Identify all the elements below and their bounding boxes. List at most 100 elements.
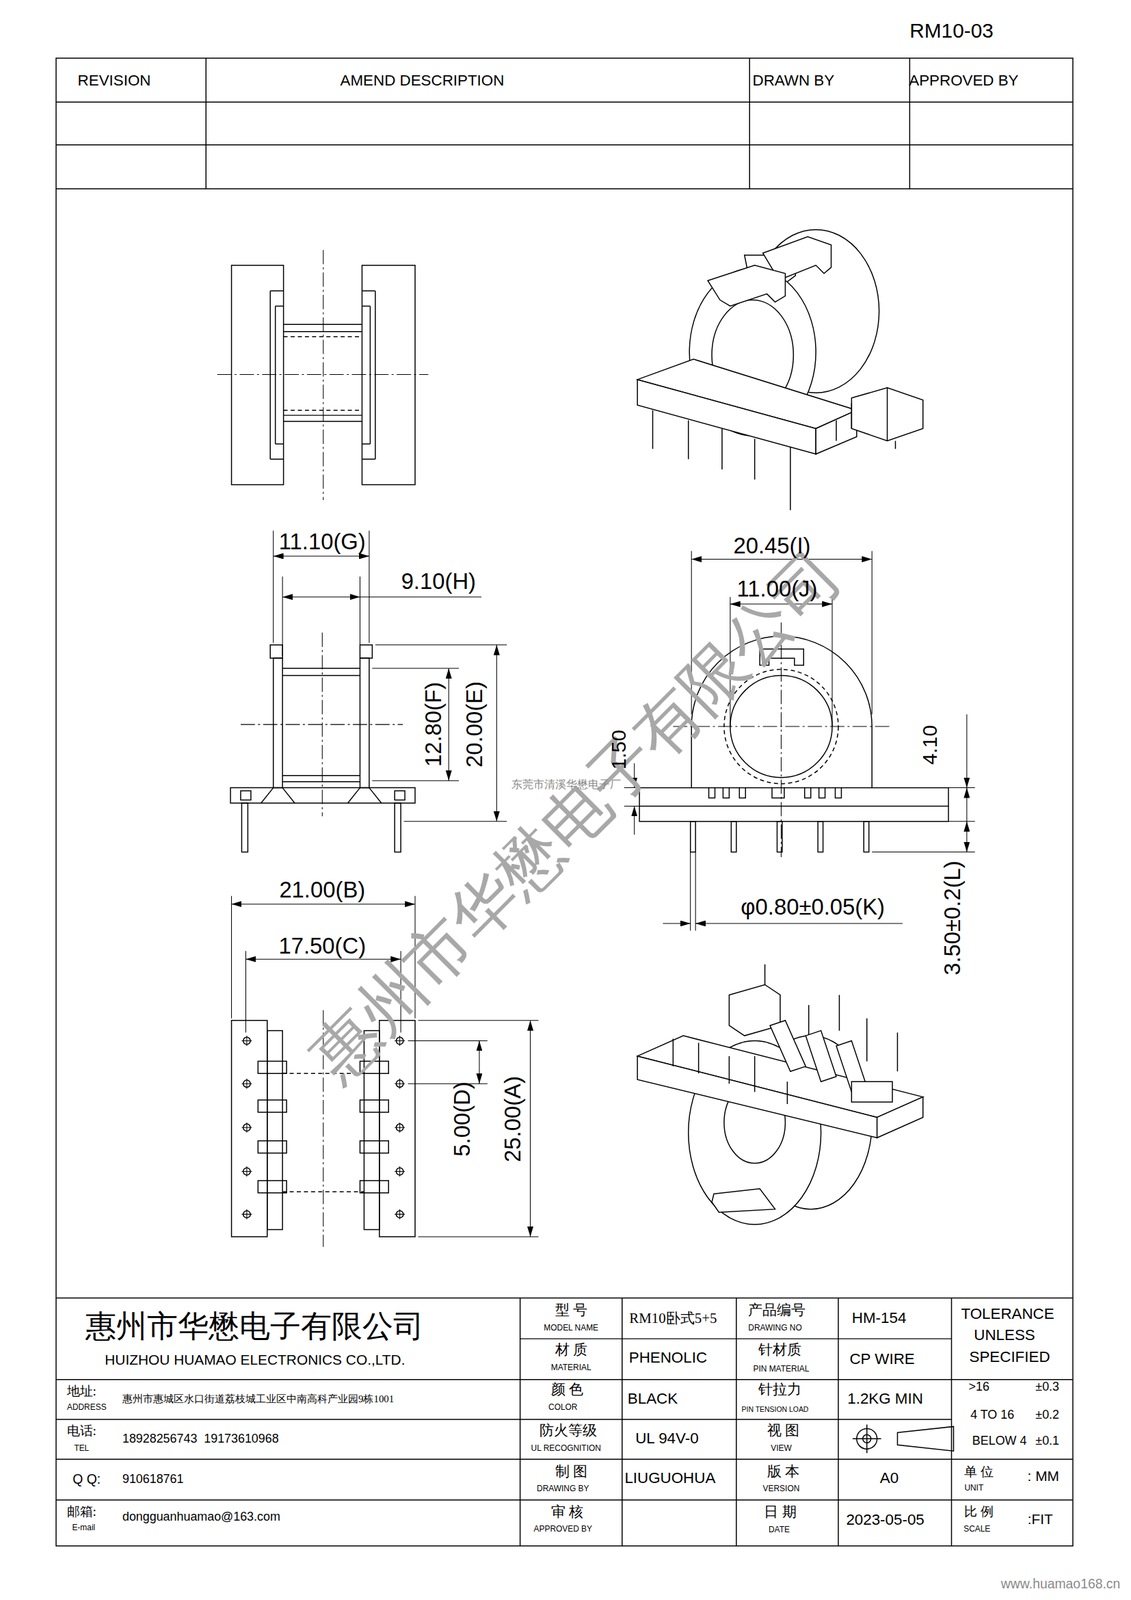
drawing-line — [283, 336, 363, 410]
drawing-label: 18928256743 19173610968 — [122, 1432, 279, 1445]
drawing-line — [240, 790, 251, 800]
drawing-label: Q Q: — [72, 1472, 101, 1486]
drawing-line — [877, 1096, 924, 1138]
drawing-label: UL RECOGNITION — [531, 1444, 602, 1453]
drawing-label: 2023-05-05 — [845, 1511, 924, 1527]
drawing-label: RM10卧式5+5 — [629, 1310, 717, 1325]
drawing-line — [56, 1297, 1073, 1298]
drawing-line — [270, 644, 283, 658]
drawing-label: >16 — [968, 1380, 990, 1393]
drawing-line — [520, 1338, 1073, 1500]
drawing-label: BLACK — [627, 1390, 678, 1406]
drawing-label: 颜 色 — [551, 1381, 584, 1397]
drawing-line — [56, 1379, 521, 1500]
drawing-label: ±0.3 — [1035, 1380, 1060, 1393]
drawing-label: 1.2KG MIN — [847, 1390, 924, 1406]
drawing-label: ±0.1 — [1035, 1434, 1060, 1447]
drawing-line — [241, 802, 248, 853]
drawing-label: 12.80(F) — [421, 681, 445, 767]
drawing-label: MATERIAL — [551, 1363, 592, 1372]
drawing-label: AMEND DESCRIPTION — [340, 73, 505, 89]
drawing-label: 11.10(G) — [278, 530, 366, 554]
drawing-line — [217, 374, 429, 375]
drawing-label: 21.00(B) — [278, 877, 366, 901]
bobbin-3d-bottom — [637, 964, 924, 1224]
drawing-line — [270, 290, 376, 459]
drawing-label: 1.50 — [608, 729, 630, 770]
drawing-label: dongguanhuamao@163.com — [122, 1510, 281, 1523]
drawing-label: : MM — [1027, 1468, 1060, 1484]
side-view — [230, 530, 507, 853]
drawing-line — [273, 530, 370, 656]
drawing-label: 针拉力 — [758, 1381, 802, 1397]
drawing-line — [817, 821, 823, 853]
drawing-line — [408, 1020, 539, 1237]
drawing-line — [707, 265, 785, 307]
drawing-line — [267, 1030, 283, 1230]
drawing-line — [478, 1040, 480, 1084]
drawing-label: HM-154 — [852, 1310, 907, 1326]
drawing-label: 17.50(C) — [278, 934, 366, 957]
drawing-label: DATE — [768, 1525, 790, 1534]
top-view — [217, 249, 429, 500]
bottom-view — [231, 895, 539, 1247]
drawing-line — [371, 644, 507, 822]
drawing-label: 20.45(I) — [733, 534, 811, 558]
drawing-label: MODEL NAME — [543, 1323, 599, 1333]
drawing-label: TOLERANCE — [960, 1306, 1054, 1322]
drawing-label: 单 位 — [964, 1464, 994, 1478]
drawing-label: DRAWN BY — [752, 73, 835, 89]
drawing-line — [231, 903, 416, 904]
drawing-line — [851, 1081, 893, 1102]
drawing-line — [359, 1099, 389, 1112]
drawing-line — [359, 1180, 389, 1193]
drawing-line — [633, 805, 635, 835]
drawing-label: BELOW 4 — [972, 1434, 1027, 1447]
drawing-line — [520, 1297, 952, 1545]
drawing-label: 25.00(A) — [501, 1075, 525, 1162]
drawing-label: 20.00(E) — [462, 681, 486, 768]
drawing-line — [322, 249, 324, 500]
drawing-line — [637, 1055, 877, 1138]
drawing-line — [257, 1060, 287, 1073]
drawing-line — [230, 787, 416, 803]
drawing-label: A0 — [880, 1470, 899, 1486]
drawing-line — [359, 644, 372, 658]
drawing-line — [257, 1099, 287, 1112]
drawing-label: 9.10(H) — [401, 570, 476, 593]
drawing-label: 惠州市华懋电子有限公司 — [85, 1310, 424, 1341]
drawing-line — [273, 555, 370, 556]
title-block — [56, 1297, 1073, 1545]
drawing-line — [394, 802, 401, 853]
drawing-label: VERSION — [763, 1485, 801, 1494]
drawing-line — [691, 558, 872, 560]
drawing-line — [690, 852, 696, 931]
drawing-line — [672, 1038, 788, 1104]
drawing-line — [730, 821, 736, 853]
drawing-label: SCALE — [963, 1524, 991, 1534]
drawing-label: ±0.2 — [1035, 1408, 1060, 1421]
drawing-label: φ0.80±0.05(K) — [740, 895, 885, 918]
drawing-line — [871, 787, 976, 853]
drawing-line — [282, 668, 360, 782]
drawing-line — [966, 713, 967, 788]
drawing-label: VIEW — [770, 1444, 792, 1453]
drawing-line — [709, 787, 842, 798]
drawing-number: RM10-03 — [909, 20, 994, 42]
drawing-line — [851, 387, 923, 442]
drawing-line — [231, 1020, 268, 1237]
drawing-line — [637, 379, 816, 455]
drawing-label: :FIT — [1027, 1511, 1054, 1526]
drawing-label: PIN TENSION LOAD — [741, 1405, 809, 1413]
bobbin-3d-top — [637, 229, 924, 511]
drawing-line — [662, 922, 690, 924]
drawing-line — [273, 657, 283, 788]
drawing-line — [639, 805, 949, 807]
drawing-line — [245, 958, 401, 960]
drawing-line — [695, 922, 903, 924]
drawing-label: 电话: — [67, 1424, 97, 1438]
drawing-line — [282, 596, 360, 597]
drawing-line — [966, 787, 967, 822]
drawing-line — [359, 596, 481, 597]
drawing-line — [275, 306, 371, 444]
